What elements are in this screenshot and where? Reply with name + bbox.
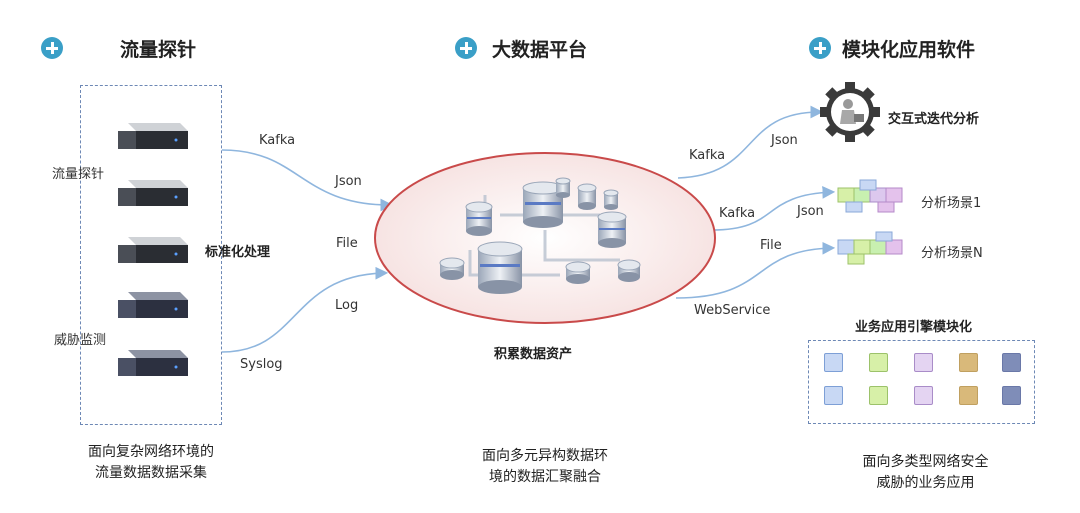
out-link-json-2: Json bbox=[797, 204, 824, 219]
module-square bbox=[914, 386, 933, 405]
module-square bbox=[1002, 353, 1021, 372]
plus-circle-icon bbox=[809, 37, 831, 59]
standardize-label: 标准化处理 bbox=[205, 245, 271, 260]
scene-1-label: 分析场景1 bbox=[921, 196, 982, 211]
module-square bbox=[959, 386, 978, 405]
center-caption-line2: 境的数据汇聚融合 bbox=[489, 469, 601, 485]
link-log: Log bbox=[335, 298, 359, 313]
right-caption-line2: 威胁的业务应用 bbox=[876, 475, 975, 491]
link-kafka: Kafka bbox=[259, 133, 296, 148]
out-kafka-json2-curve bbox=[711, 186, 836, 231]
probe-dashed-box bbox=[80, 85, 222, 425]
out-link-json: Json bbox=[771, 133, 798, 148]
plus-circle-icon bbox=[41, 37, 63, 59]
module-square bbox=[1002, 386, 1021, 405]
iterative-analysis-label: 交互式迭代分析 bbox=[888, 112, 980, 127]
link-json: Json bbox=[335, 174, 362, 189]
out-link-file: File bbox=[760, 238, 782, 253]
plus-circle-icon bbox=[455, 37, 477, 59]
log-syslog-curve bbox=[221, 266, 389, 353]
left-caption-line1: 面向复杂网络环境的 bbox=[88, 444, 214, 460]
out-file-webservice-curve bbox=[675, 241, 836, 299]
left-caption: 面向复杂网络环境的 流量数据数据采集 bbox=[70, 442, 232, 484]
left-caption-line2: 流量数据数据采集 bbox=[95, 465, 207, 481]
module-square bbox=[869, 353, 888, 372]
asset-label: 积累数据资产 bbox=[494, 347, 573, 362]
probe-section-title: 流量探针 bbox=[120, 39, 197, 61]
right-caption-line1: 面向多类型网络安全 bbox=[862, 454, 989, 470]
link-syslog: Syslog bbox=[240, 357, 283, 372]
out-link-kafka: Kafka bbox=[689, 148, 726, 163]
out-link-webservice: WebService bbox=[694, 303, 771, 318]
kafka-json-curve bbox=[221, 149, 394, 212]
probe-label: 流量探针 bbox=[52, 167, 105, 182]
link-file: File bbox=[336, 236, 358, 251]
module-square bbox=[824, 353, 843, 372]
right-caption: 面向多类型网络安全 威胁的业务应用 bbox=[843, 452, 1008, 494]
module-square bbox=[824, 386, 843, 405]
module-square bbox=[869, 386, 888, 405]
center-caption-line1: 面向多元异构数据环 bbox=[482, 448, 608, 464]
scene-n-label: 分析场景N bbox=[921, 246, 983, 261]
module-square bbox=[914, 353, 933, 372]
module-section-title: 模块化应用软件 bbox=[842, 39, 976, 61]
engine-dashed-box bbox=[808, 340, 1035, 424]
bigdata-section-title: 大数据平台 bbox=[492, 39, 588, 61]
center-caption: 面向多元异构数据环 境的数据汇聚融合 bbox=[460, 446, 630, 488]
out-kafka-json-curve bbox=[677, 105, 824, 179]
module-square bbox=[959, 353, 978, 372]
out-link-kafka-2: Kafka bbox=[719, 206, 756, 221]
threat-label: 威胁监测 bbox=[54, 333, 107, 348]
engine-title: 业务应用引擎模块化 bbox=[855, 320, 973, 335]
